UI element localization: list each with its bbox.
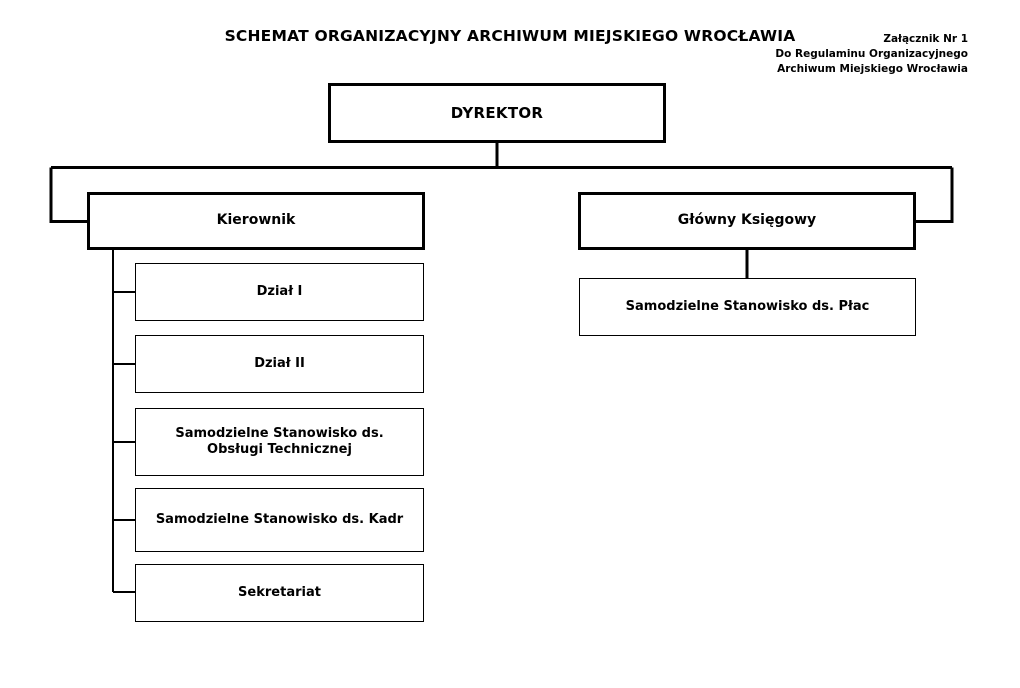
node-glowny-ksiegowy-label: Główny Księgowy: [677, 212, 817, 229]
node-dzial-2-label: Dział II: [254, 355, 305, 371]
node-dzial-1-label: Dział I: [256, 283, 303, 299]
annotation-line-3: Archiwum Miejskiego Wrocławia: [777, 62, 968, 75]
node-dzial-1[interactable]: Dział I: [135, 263, 424, 321]
node-kierownik-label: Kierownik: [216, 212, 296, 229]
node-kierownik[interactable]: Kierownik: [87, 192, 425, 250]
annotation-line-2: Do Regulaminu Organizacyjnego: [775, 47, 968, 60]
node-obsluga-techniczna-label: Samodzielne Stanowisko ds. Obsługi Techn…: [175, 425, 384, 457]
node-dyrektor-label: DYREKTOR: [450, 103, 544, 122]
node-obsluga-techniczna[interactable]: Samodzielne Stanowisko ds. Obsługi Techn…: [135, 408, 424, 476]
annotation-line-1: Załącznik Nr 1: [883, 33, 968, 45]
node-sekretariat-label: Sekretariat: [238, 584, 321, 600]
node-plac[interactable]: Samodzielne Stanowisko ds. Płac: [579, 278, 916, 336]
node-glowny-ksiegowy[interactable]: Główny Księgowy: [578, 192, 916, 250]
edge-bus-to-glowny-ksiegowy: [916, 167, 954, 223]
node-dyrektor[interactable]: DYREKTOR: [328, 83, 666, 143]
edge-bus-to-kierownik: [49, 167, 87, 223]
page-title: SCHEMAT ORGANIZACYJNY ARCHIWUM MIEJSKIEG…: [224, 27, 796, 45]
node-dzial-2[interactable]: Dział II: [135, 335, 424, 393]
node-kadry[interactable]: Samodzielne Stanowisko ds. Kadr: [135, 488, 424, 552]
node-kadry-label: Samodzielne Stanowisko ds. Kadr: [155, 511, 404, 527]
node-sekretariat[interactable]: Sekretariat: [135, 564, 424, 622]
attachment-annotation: Załącznik Nr 1 Do Regulaminu Organizacyj…: [775, 32, 968, 77]
node-plac-label: Samodzielne Stanowisko ds. Płac: [625, 298, 870, 314]
